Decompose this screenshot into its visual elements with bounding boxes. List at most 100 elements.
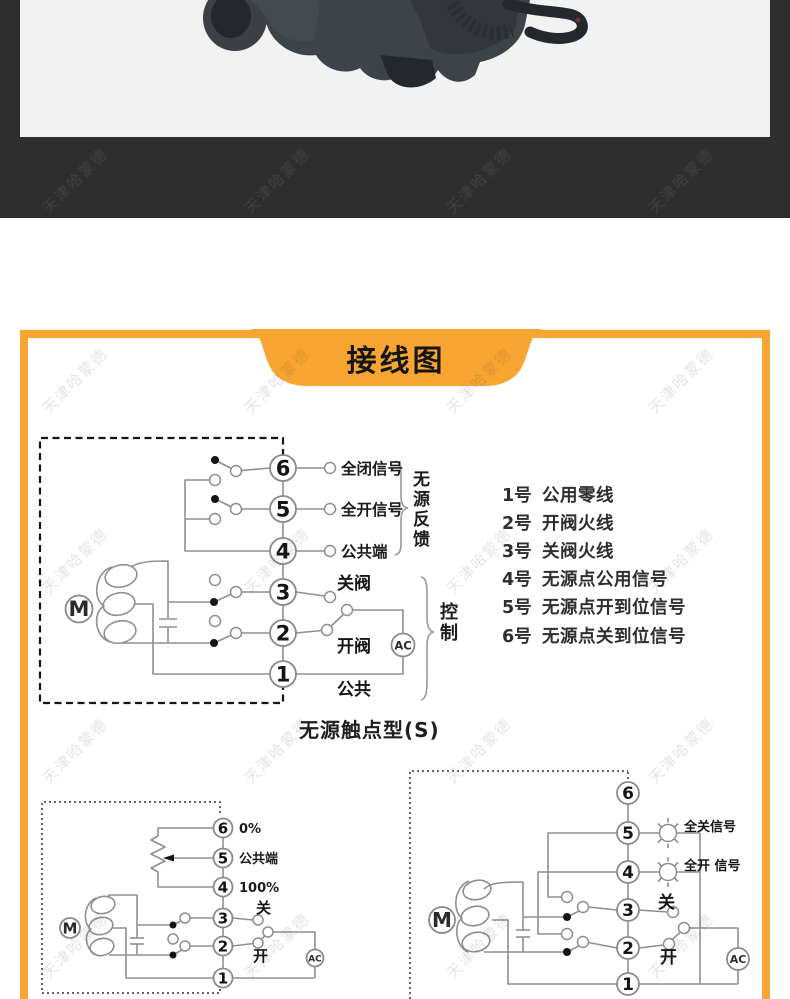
terminal-2: 2 xyxy=(616,936,640,960)
legend-terminal-number: 4号 xyxy=(502,570,532,591)
motor-coils xyxy=(95,563,138,645)
feedback-group-brace xyxy=(394,460,409,556)
legend-row: 4号 无源点公用信号 xyxy=(502,565,686,593)
label-zero-percent: 0% xyxy=(239,822,261,837)
switch-contacts xyxy=(167,912,274,959)
label-full-open-signal: 全开 信号 xyxy=(683,858,741,874)
enclosure-dashed-box xyxy=(38,436,285,705)
legend-terminal-desc: 公用零线 xyxy=(542,485,614,506)
panel-title-tab: 接线图 xyxy=(248,329,544,386)
svg-text:3: 3 xyxy=(622,901,634,921)
actuator-body-highlight xyxy=(252,0,320,42)
legend-terminal-number: 6号 xyxy=(502,626,532,647)
lamp-feedback-diagram: M AC 6 5 xyxy=(409,770,750,999)
terminal-4: 4 xyxy=(616,860,640,884)
legend-row: 1号 公用零线 xyxy=(502,480,686,508)
legend-row: 2号 开阀火线 xyxy=(502,508,686,536)
svg-text:6: 6 xyxy=(218,820,228,838)
label-common-end: 公共端 xyxy=(239,851,278,867)
legend-terminal-desc: 开阀火线 xyxy=(542,513,614,534)
lamp-close-signal xyxy=(657,818,679,848)
svg-text:2: 2 xyxy=(218,938,228,956)
feedback-group-label: 无源反馈 xyxy=(409,470,429,550)
terminal-3: 3 xyxy=(212,907,234,929)
terminal-6: 6 xyxy=(269,454,297,482)
terminal-1: 1 xyxy=(269,660,297,688)
legend-terminal-desc: 无源点开到位信号 xyxy=(542,598,686,619)
potentiometer-diagram: M AC 6 5 4 3 xyxy=(41,801,325,994)
terminal-6: 6 xyxy=(212,817,234,839)
ac-source-symbol: AC xyxy=(390,632,416,658)
actuator-handle xyxy=(502,0,588,44)
switch-contacts xyxy=(560,890,691,956)
svg-text:5: 5 xyxy=(218,850,228,868)
legend-terminal-number: 1号 xyxy=(502,485,532,506)
label-close: 关 xyxy=(658,892,675,913)
legend-terminal-number: 3号 xyxy=(502,541,532,562)
svg-text:1: 1 xyxy=(218,970,228,988)
motor-symbol: M xyxy=(64,594,94,624)
svg-text:3: 3 xyxy=(276,581,291,605)
control-group-label: 控制 xyxy=(437,602,458,644)
terminal-3: 3 xyxy=(269,578,297,606)
terminal-5: 5 xyxy=(269,495,297,523)
svg-text:2: 2 xyxy=(276,622,291,646)
product-photo-area xyxy=(20,0,770,137)
label-open: 开 xyxy=(660,948,677,968)
terminal-2: 2 xyxy=(269,619,297,647)
terminal-legend: 1号 公用零线 2号 开阀火线 3号 关阀火线 4号 无源点公用信号 5号 无源… xyxy=(502,480,686,649)
legend-row: 6号 无源点关到位信号 xyxy=(502,621,686,649)
svg-text:1: 1 xyxy=(622,975,634,995)
legend-terminal-number: 2号 xyxy=(502,513,532,534)
terminal-4: 4 xyxy=(269,537,297,565)
diagram-caption: 无源触点型(S) xyxy=(299,718,440,742)
svg-text:6: 6 xyxy=(622,784,634,804)
terminal-1: 1 xyxy=(616,972,640,996)
label-open: 开 xyxy=(253,947,268,965)
lamp-open-signal xyxy=(657,857,679,887)
actuator-body-shadow xyxy=(370,0,520,55)
handle-red-mark xyxy=(575,17,581,23)
svg-text:2: 2 xyxy=(622,939,634,959)
label-close-valve: 关阀 xyxy=(337,573,371,594)
wires xyxy=(108,827,316,979)
actuator-port-inner xyxy=(211,0,251,38)
legend-terminal-desc: 关阀火线 xyxy=(542,541,614,562)
wiring-panel xyxy=(20,330,770,999)
terminal-2: 2 xyxy=(212,935,234,957)
enclosure-dotted-box xyxy=(41,801,221,994)
legend-row: 3号 关阀火线 xyxy=(502,536,686,564)
terminal-5: 5 xyxy=(616,821,640,845)
svg-text:3: 3 xyxy=(218,910,228,928)
label-open-valve: 开阀 xyxy=(337,636,371,657)
actuator-bottom-block xyxy=(380,55,436,88)
svg-text:6: 6 xyxy=(276,457,291,481)
label-full-close-signal: 全关信号 xyxy=(683,819,736,835)
motor-symbol: M xyxy=(428,906,456,934)
label-common: 公共 xyxy=(337,680,371,700)
ac-label: AC xyxy=(394,639,411,653)
legend-row: 5号 无源点开到位信号 xyxy=(502,593,686,621)
legend-terminal-number: 5号 xyxy=(502,598,532,619)
label-full-close-signal: 全闭信号 xyxy=(340,459,403,478)
legend-terminal-desc: 无源点关到位信号 xyxy=(542,626,686,647)
switch-contacts xyxy=(208,456,354,647)
enclosure-dotted-box xyxy=(409,770,629,999)
label-close: 关 xyxy=(256,899,271,917)
terminal-6: 6 xyxy=(616,781,640,805)
svg-text:5: 5 xyxy=(276,498,291,522)
terminal-3: 3 xyxy=(616,898,640,922)
product-photo xyxy=(203,0,588,88)
svg-text:4: 4 xyxy=(276,540,291,564)
label-full-open-signal: 全开信号 xyxy=(340,500,403,519)
motor-symbol: M xyxy=(59,917,81,939)
ac-source-symbol: AC xyxy=(726,947,750,971)
svg-text:1: 1 xyxy=(276,663,291,687)
terminal-4: 4 xyxy=(212,876,234,898)
motor-coils xyxy=(84,895,116,957)
ac-source-symbol: AC xyxy=(305,948,325,968)
motor-label: M xyxy=(63,920,78,938)
ac-label: AC xyxy=(730,953,747,966)
photo-band xyxy=(0,0,790,218)
main-wiring-diagram: M AC 6 xyxy=(38,436,435,705)
